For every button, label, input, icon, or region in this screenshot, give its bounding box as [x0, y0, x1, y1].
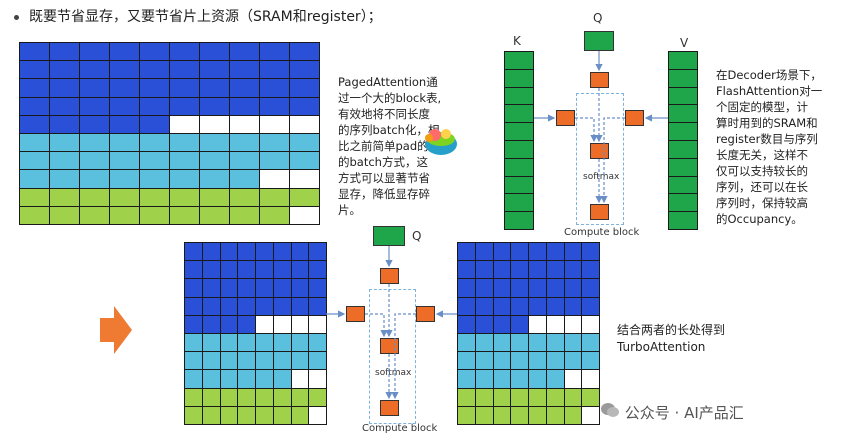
note-line: register数目与序列 — [716, 132, 818, 146]
flash-q-box — [584, 31, 614, 51]
flash-output-tile — [590, 204, 609, 220]
note-line: 在Decoder场景下， — [716, 68, 822, 82]
turbo-right-block-table — [457, 242, 600, 425]
note-line: 序列，还可以在长 — [716, 180, 808, 194]
flash-q-tile — [590, 72, 609, 88]
turbo-softmax-label: softmax — [375, 368, 412, 378]
turbo-score-tile — [380, 338, 399, 354]
wechat-icon — [600, 403, 620, 422]
note-line: 长度无关，这样不 — [716, 148, 808, 162]
note-line: 序列时，保持较高 — [716, 196, 808, 210]
turbo-output-tile — [380, 400, 399, 416]
turbo-compute-block — [369, 289, 416, 424]
orange-arrow-icon — [100, 306, 132, 354]
note-line: 的序列batch化，相 — [338, 123, 440, 137]
column-cell — [504, 211, 534, 230]
sticker-icon — [422, 126, 460, 158]
turbo-compute-label: Compute block — [362, 423, 438, 434]
block-cell — [289, 205, 320, 225]
note-line: TurboAttention — [617, 340, 706, 354]
turbo-attention-note: 结合两者的长处得到 TurboAttention — [617, 322, 747, 356]
note-line: 比之前简单pad的 — [338, 139, 429, 153]
note-line: 的batch方式，这 — [338, 155, 428, 169]
note-line: 方式可以显著节省 — [338, 171, 430, 185]
flash-k-column — [504, 51, 534, 230]
header-bullet: 既要节省显存，又要节省片上资源（SRAM和register）； — [14, 6, 382, 26]
flash-v-tile — [625, 110, 644, 126]
turbo-q-box — [373, 226, 405, 246]
bullet-text: 既要节省显存，又要节省片上资源（SRAM和register）； — [29, 9, 382, 25]
note-line: 算时用到的SRAM和 — [716, 116, 818, 130]
turbo-v-tile — [416, 306, 435, 322]
turbo-k-tile — [346, 306, 365, 322]
note-line: PagedAttention通 — [338, 75, 438, 89]
turbo-q-label: Q — [412, 229, 422, 243]
paged-block-table — [19, 42, 320, 225]
turbo-left-block-table — [184, 242, 327, 425]
block-cell — [308, 405, 327, 425]
block-cell — [581, 405, 600, 425]
note-line: 片。 — [338, 203, 361, 217]
flash-compute-label: Compute block — [564, 227, 640, 238]
flash-compute-block — [576, 93, 624, 225]
watermark: 公众号 · AI产品汇 — [600, 402, 744, 423]
flash-k-label: K — [513, 34, 521, 48]
note-line: FlashAttention对一 — [716, 84, 823, 98]
flash-k-tile — [556, 110, 575, 126]
note-line: 个固定的模型，计 — [716, 100, 808, 114]
note-line: 仅可以支持较长的 — [716, 164, 808, 178]
flash-attention-note: 在Decoder场景下， FlashAttention对一个固定的模型，计算时用到… — [716, 67, 840, 227]
flash-v-column — [668, 51, 698, 230]
paged-attention-note: PagedAttention通过一个大的block表, 有效地将不同长度的序列ba… — [338, 74, 458, 218]
flash-q-label: Q — [593, 11, 603, 25]
watermark-text: 公众号 · AI产品汇 — [624, 404, 744, 422]
note-line: 的Occupancy。 — [716, 212, 803, 226]
note-line: 有效地将不同长度 — [338, 107, 430, 121]
turbo-q-tile — [380, 268, 399, 284]
column-cell — [668, 211, 698, 230]
note-line: 结合两者的长处得到 — [617, 323, 726, 337]
flash-softmax-label: softmax — [583, 172, 620, 182]
bullet-dot — [14, 14, 19, 20]
flash-v-label: V — [680, 36, 689, 50]
note-line: 过一个大的block表, — [338, 91, 442, 105]
note-line: 显存，降低显存碎 — [338, 187, 430, 201]
